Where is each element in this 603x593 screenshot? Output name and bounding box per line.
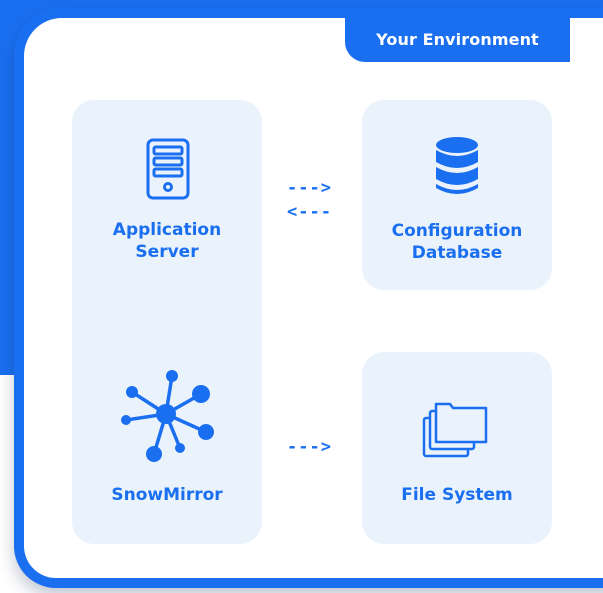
app-server-label-line1: Application	[112, 220, 222, 240]
config-database-label: Configuration Database	[362, 220, 552, 264]
network-hub-icon	[112, 362, 224, 470]
environment-title: Your Environment	[345, 18, 570, 62]
snowmirror-label: SnowMirror	[111, 485, 223, 505]
server-icon	[146, 138, 190, 204]
arrow-to-database: --->	[287, 178, 332, 198]
app-server-snowmirror-panel	[72, 100, 262, 544]
config-database-panel	[362, 100, 552, 290]
config-database-label-line1: Configuration	[391, 221, 523, 241]
config-database-label-line2: Database	[411, 243, 503, 263]
app-server-label: Application Server	[72, 219, 262, 263]
file-system-label: File System	[401, 485, 513, 505]
arrow-to-file-system: --->	[287, 437, 332, 457]
database-icon	[434, 136, 480, 200]
app-server-label-line2: Server	[135, 242, 199, 262]
arrow-from-database: <---	[287, 202, 332, 222]
folders-icon	[420, 398, 492, 466]
